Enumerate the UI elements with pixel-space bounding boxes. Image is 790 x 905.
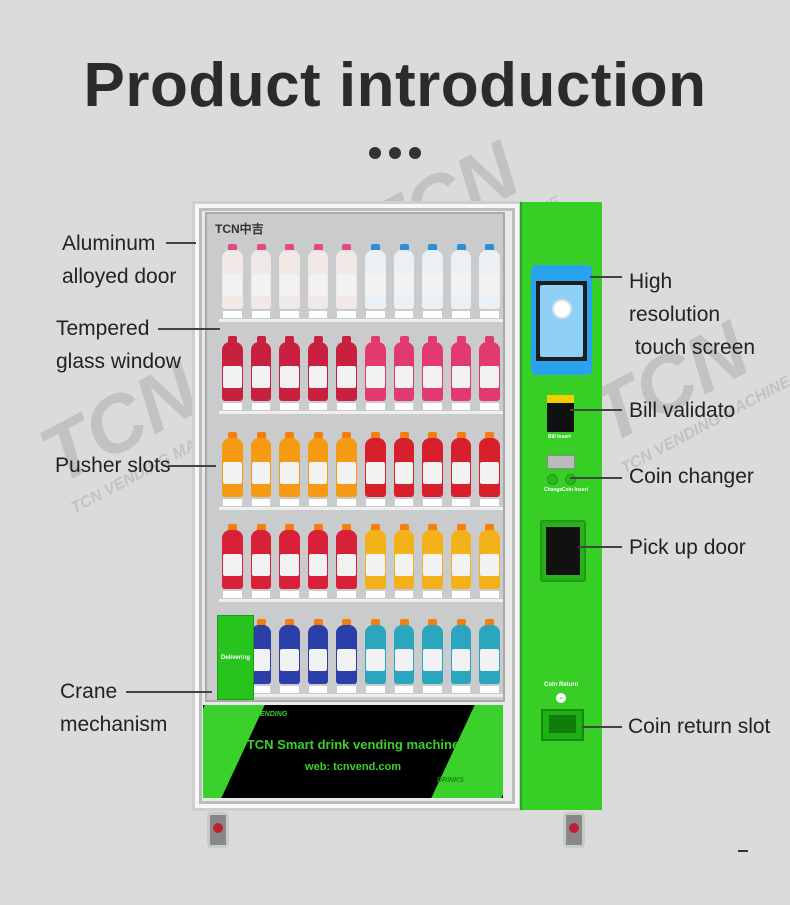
- change-button[interactable]: [547, 474, 558, 485]
- display-tag-left: TCN VENDING: [239, 711, 288, 718]
- bottle: [391, 244, 418, 319]
- bottle: [305, 619, 332, 694]
- coin-insert-button[interactable]: [565, 474, 576, 485]
- pointer-line: [126, 691, 212, 693]
- bottle: [448, 244, 475, 319]
- bottle: [362, 244, 389, 319]
- pointer-line: [158, 328, 220, 330]
- bottle: [276, 336, 303, 411]
- bottle: [219, 432, 246, 507]
- bottle: [276, 432, 303, 507]
- bottle: [419, 524, 446, 599]
- bottle: [419, 244, 446, 319]
- shelf-row: [219, 524, 503, 602]
- glass-window: TCN中吉: [205, 212, 505, 702]
- bottle: [419, 619, 446, 694]
- bottle: [448, 336, 475, 411]
- bottle: [476, 432, 503, 507]
- bottle: [333, 524, 360, 599]
- shelf-row: [219, 619, 503, 697]
- bottle: [362, 432, 389, 507]
- pointer-line: [168, 465, 216, 467]
- display-headline: TCN Smart drink vending machine: [246, 737, 460, 752]
- touch-screen[interactable]: [531, 265, 592, 375]
- bottle: [333, 432, 360, 507]
- page-title: Product introduction: [83, 51, 707, 120]
- bottle: [362, 524, 389, 599]
- bill-validator[interactable]: [547, 395, 574, 432]
- coin-return-label: Coin Return: [544, 682, 579, 688]
- bottle: [305, 244, 332, 319]
- bottle: [476, 244, 503, 319]
- bottle: [476, 619, 503, 694]
- bottle: [305, 336, 332, 411]
- bottle: [333, 619, 360, 694]
- wheel-left: [207, 812, 229, 848]
- display-tag-right: DRINKS: [437, 777, 464, 784]
- dash-mark: [738, 850, 748, 852]
- pointer-line: [166, 242, 196, 244]
- bottle: [276, 524, 303, 599]
- bottle: [333, 336, 360, 411]
- pick-up-door[interactable]: [540, 520, 586, 582]
- avatar: [552, 299, 572, 319]
- crane-mechanism: Delivering: [217, 615, 254, 700]
- bottle: [276, 244, 303, 319]
- bottle: [476, 336, 503, 411]
- bottle: [248, 432, 275, 507]
- bottle: [219, 524, 246, 599]
- bottle: [362, 619, 389, 694]
- coin-slot[interactable]: [547, 455, 575, 469]
- change-label: Change: [544, 487, 563, 493]
- shelf-row: [219, 244, 503, 322]
- bottle: [419, 336, 446, 411]
- bottle: [305, 432, 332, 507]
- label-coin-changer: Coin changer: [629, 465, 754, 488]
- label-bill-validator: Bill validato: [629, 399, 736, 422]
- bottle: [333, 244, 360, 319]
- pointer-line: [570, 477, 622, 479]
- label-pusher-slots: Pusher slots: [55, 454, 171, 477]
- bottle: [362, 336, 389, 411]
- bottle: [448, 524, 475, 599]
- ad-display: TCN VENDING TCN Smart drink vending mach…: [203, 705, 503, 798]
- bottle: [305, 524, 332, 599]
- bottle: [391, 619, 418, 694]
- pointer-line: [590, 276, 622, 278]
- bill-insert-label: Bill Insert: [548, 434, 571, 440]
- display-web: web: tcnvend.com: [305, 761, 401, 773]
- bottle: [276, 619, 303, 694]
- wheel-right: [563, 812, 585, 848]
- bottle: [248, 244, 275, 319]
- bottle: [448, 619, 475, 694]
- bottle: [448, 432, 475, 507]
- bottle: [248, 336, 275, 411]
- bottle: [391, 336, 418, 411]
- chevron-down-icon: ⌄: [556, 693, 566, 703]
- bottle: [248, 619, 275, 694]
- coin-return-slot[interactable]: [541, 709, 584, 741]
- pointer-line: [578, 546, 622, 548]
- bottle: [248, 524, 275, 599]
- shelf-row: [219, 336, 503, 414]
- label-coin-return-slot: Coin return slot: [628, 715, 771, 738]
- coin-insert-label: Coin Insert: [562, 487, 589, 493]
- pointer-line: [582, 726, 622, 728]
- label-pick-up-door: Pick up door: [629, 536, 746, 559]
- bottle: [419, 432, 446, 507]
- dots-divider: [369, 147, 421, 159]
- control-panel: Bill Insert Change Coin Insert Coin Retu…: [520, 202, 602, 810]
- brand-logo: TCN中吉: [215, 222, 264, 236]
- shelf-row: [219, 432, 503, 510]
- bottle: [476, 524, 503, 599]
- bottle: [391, 524, 418, 599]
- bottle: [219, 336, 246, 411]
- bottle: [391, 432, 418, 507]
- pointer-line: [570, 409, 622, 411]
- bottle: [219, 244, 246, 319]
